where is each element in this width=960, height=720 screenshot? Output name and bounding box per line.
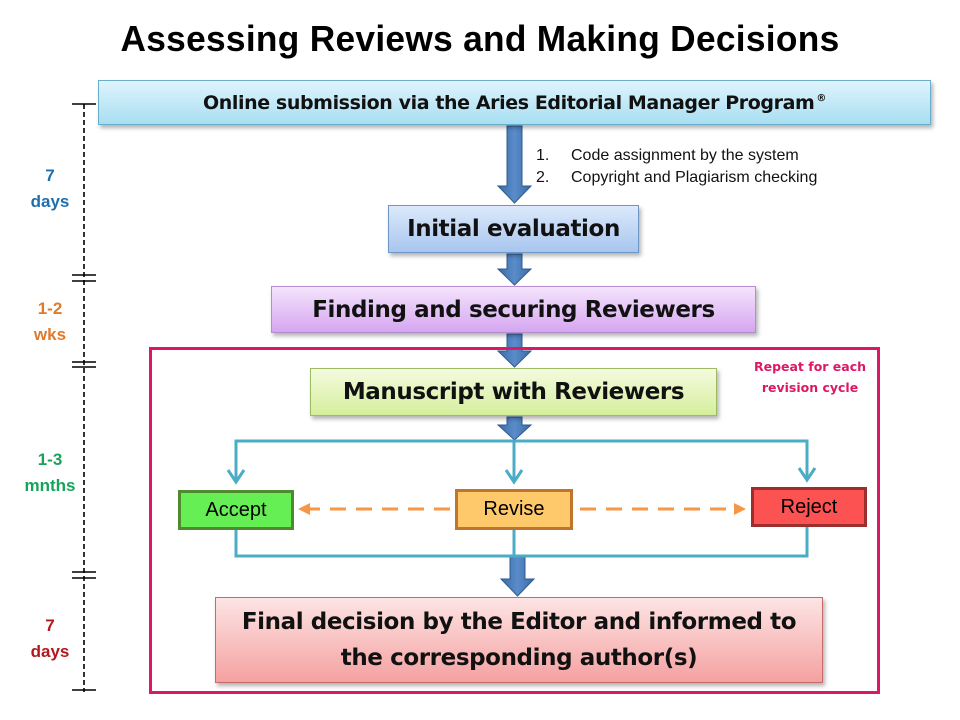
diagram-title: Assessing Reviews and Making Decisions [120,18,840,59]
note-text: Code assignment by the system [571,147,799,164]
decision-accept: Accept [178,490,294,530]
step-online-submission-label: Online submission via the Aries Editoria… [203,91,815,114]
initial-notes-list: 1. Code assignment by the system 2. Copyri… [536,145,817,189]
block-arrow-4 [496,416,533,441]
timeline-label-finding: 1-2 wks [10,296,90,348]
arrowhead-accept [226,469,246,485]
timeline-unit: wks [33,325,67,344]
timeline-axis [72,103,96,692]
note-item: 2. Copyright and Plagiarism checking [536,167,817,189]
arrowhead-reject [797,467,817,483]
registered-mark: ® [816,93,826,104]
note-num: 1. [536,147,550,164]
block-arrow-5 [499,556,536,597]
block-arrow-1 [496,125,533,204]
dashed-arrowhead-reject [734,503,746,515]
revision-cycle-frame [149,347,880,694]
decision-revise: Revise [455,489,573,530]
decision-reject: Reject [751,487,867,527]
timeline-label-submission: 7 days [10,163,90,215]
note-text: Copyright and Plagiarism checking [571,169,818,186]
step-final-decision: Final decision by the Editor and informe… [215,597,823,683]
timeline-value: 1-2 [37,299,63,318]
timeline-label-decision: 7 days [10,613,90,665]
repeat-note: Repeat for each revision cycle [740,356,880,398]
repeat-note-line1: Repeat for each [753,359,867,374]
timeline-unit: days [30,642,70,661]
block-arrow-3 [496,333,533,368]
timeline-unit: days [30,192,70,211]
block-arrow-2 [496,253,533,286]
timeline-value: 7 [45,166,55,185]
arrowhead-revise [504,469,524,485]
repeat-note-line2: revision cycle [761,380,859,395]
step-manuscript-with-reviewers: Manuscript with Reviewers [310,368,717,416]
dashed-arrowhead-accept [298,503,310,515]
final-decision-line2: the corresponding author(s) [340,645,698,671]
step-online-submission: Online submission via the Aries Editoria… [98,80,931,125]
timeline-value: 1-3 [37,450,63,469]
timeline-label-review: 1-3 mnths [10,447,90,499]
final-decision-line1: Final decision by the Editor and informe… [241,609,797,635]
timeline-unit: mnths [24,476,76,495]
timeline-value: 7 [45,616,55,635]
step-finding-reviewers: Finding and securing Reviewers [271,286,756,333]
step-initial-evaluation: Initial evaluation [388,205,639,253]
note-num: 2. [536,169,550,186]
note-item: 1. Code assignment by the system [536,145,817,167]
connector-lines [226,439,817,558]
